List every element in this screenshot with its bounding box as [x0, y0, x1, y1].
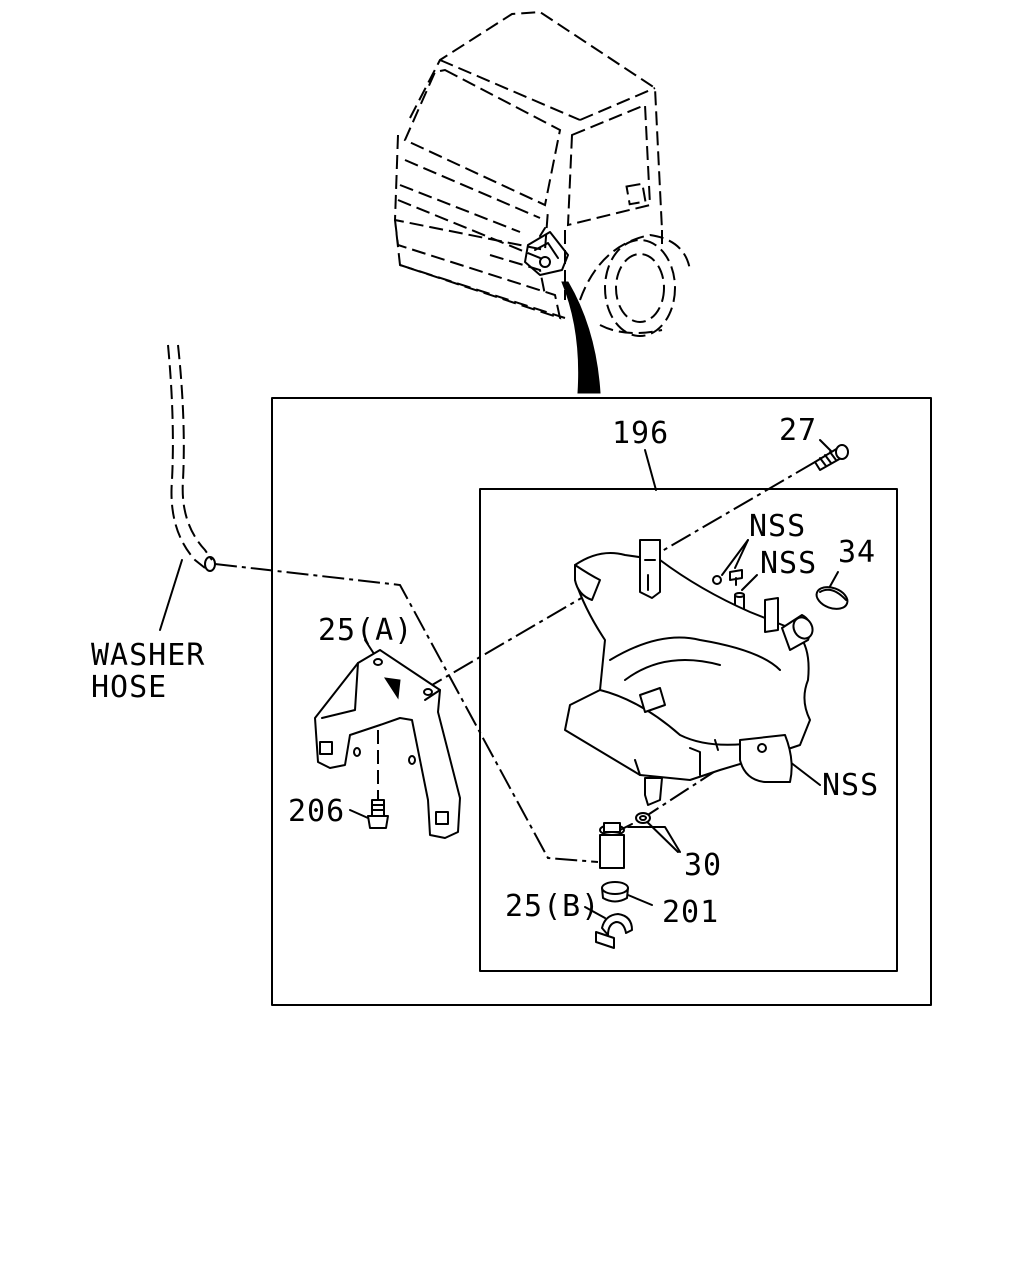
- part-label-27: 27: [779, 413, 818, 448]
- truck-cab-illustration: [393, 10, 691, 394]
- inner-assembly-frame: [479, 488, 898, 972]
- outer-detail-frame: [271, 397, 932, 1006]
- washer-hose-label-line1: WASHER: [91, 638, 206, 673]
- washer-tank-location-icon: [524, 227, 569, 276]
- nss-grommet-icon: [712, 569, 743, 586]
- part-label-25a: 25(A): [318, 613, 414, 648]
- bolt-27-icon: [814, 444, 849, 471]
- cap-34-icon: [815, 586, 849, 610]
- washer-hose-label-line2: HOSE: [91, 670, 168, 705]
- part-label-206: 206: [288, 794, 346, 829]
- nss-label-top: NSS: [749, 509, 807, 544]
- washer-tank-196: [564, 539, 814, 806]
- washer-hose: [159, 344, 599, 863]
- bracket-25a: [314, 649, 461, 839]
- bolt-206-icon: [367, 799, 389, 829]
- part-label-30: 30: [684, 848, 723, 883]
- detail-pointer-arrow: [561, 281, 601, 394]
- part-label-34: 34: [838, 535, 877, 570]
- clamp-25b: [595, 913, 633, 949]
- nss-label-middle: NSS: [760, 546, 818, 581]
- part-label-25b: 25(B): [505, 889, 601, 924]
- nss-label-bottom: NSS: [822, 768, 880, 803]
- part-label-196: 196: [612, 416, 670, 451]
- part-label-201: 201: [662, 895, 720, 930]
- grommet-201: [601, 881, 629, 903]
- washer-pump-30: [599, 812, 651, 869]
